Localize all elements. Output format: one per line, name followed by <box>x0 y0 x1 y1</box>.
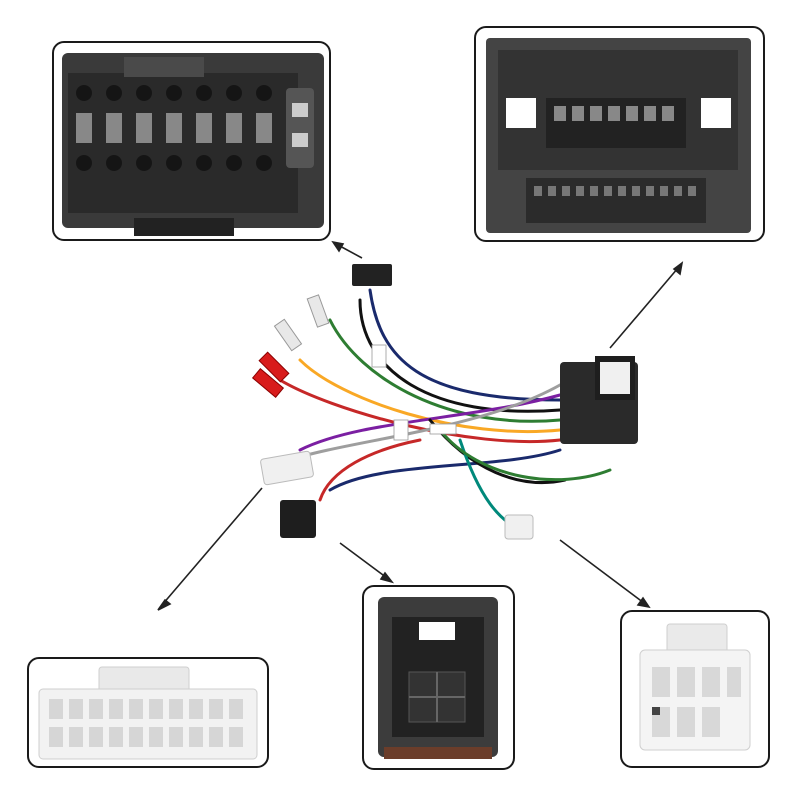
white-small-connector-closeup <box>620 610 770 768</box>
black-16pin-connector-closeup <box>52 41 331 241</box>
white-20pin-connector-closeup <box>27 657 269 768</box>
black-car-socket-connector-closeup <box>474 26 765 242</box>
rca-plugs <box>251 294 330 398</box>
arrow-icon <box>157 240 684 611</box>
black-square-connector-closeup <box>362 585 515 770</box>
